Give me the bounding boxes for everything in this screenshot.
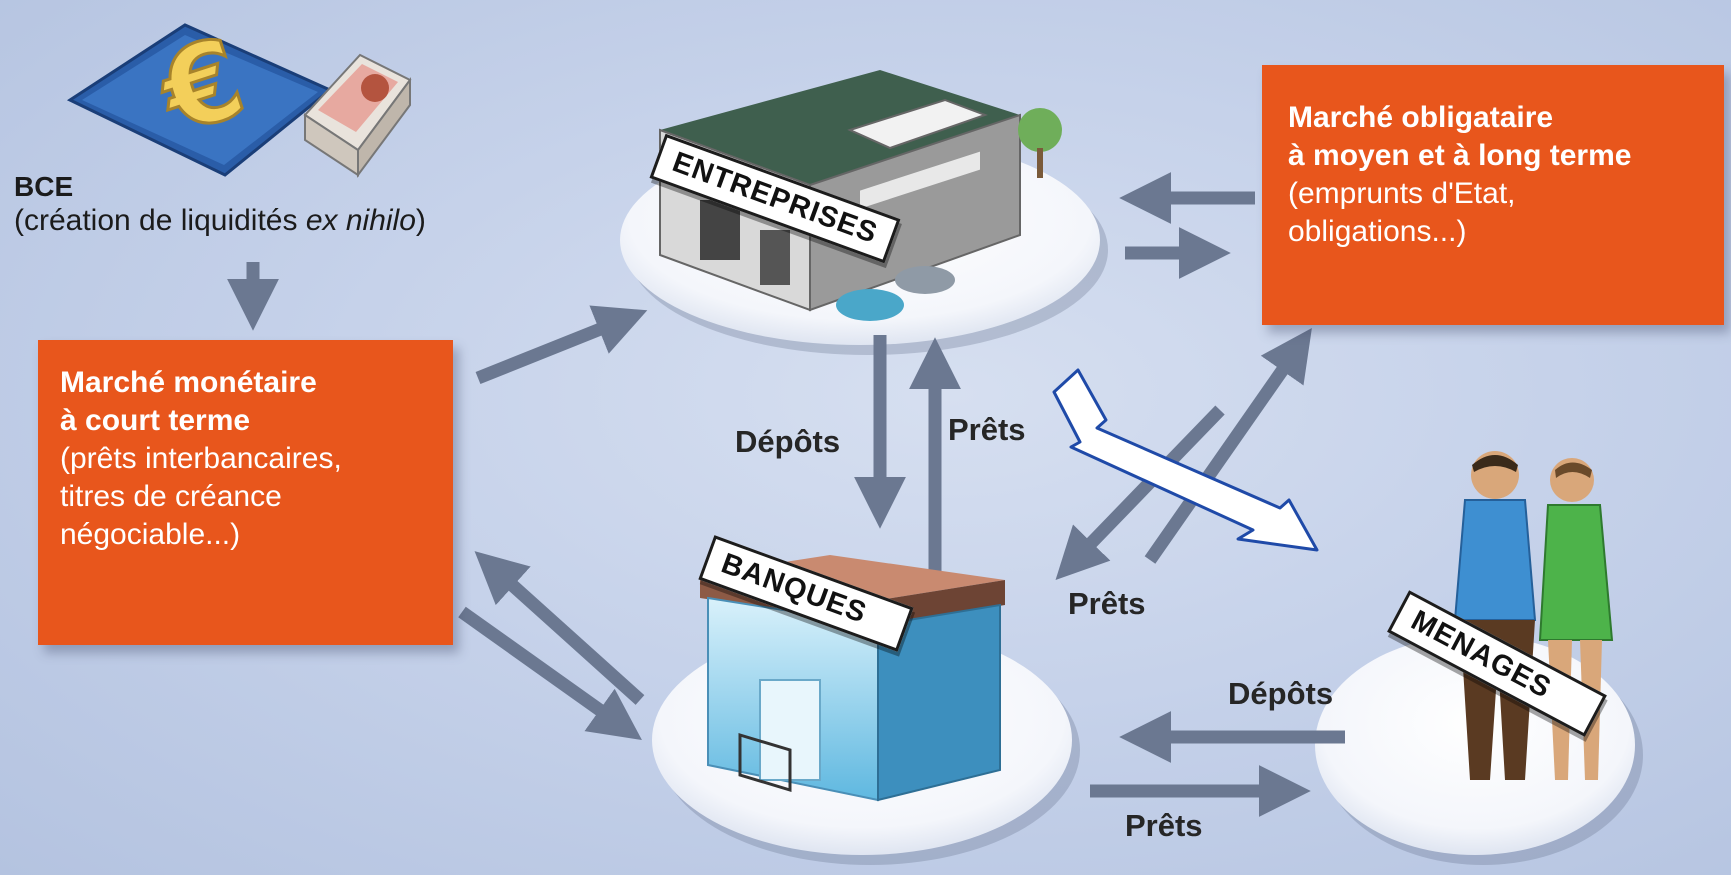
bce-description: (création de liquidités ex nihilo)	[14, 204, 426, 238]
bond-market-title: Marché obligataire à moyen et à long ter…	[1288, 101, 1632, 172]
prets-label-banques-entreprises: Prêts	[948, 412, 1026, 447]
prets-label-bond-banques: Prêts	[1068, 586, 1146, 621]
bank-building-icon	[700, 555, 1005, 802]
depots-label-entreprises-banques: Dépôts	[735, 424, 841, 459]
arrow-prets-bond-to-banques	[1055, 405, 1225, 580]
arrow-banques-to-bond	[1144, 327, 1312, 564]
bce-desc-italic: ex nihilo	[305, 204, 416, 237]
money-market-box: Marché monétaire à court terme (prêts in…	[38, 340, 453, 645]
bce-label: BCE (création de liquidités ex nihilo)	[14, 170, 426, 238]
depots-label-menages-banques: Dépôts	[1228, 676, 1334, 711]
money-market-title: Marché monétaire à court terme	[60, 366, 317, 437]
bce-desc-suffix: )	[415, 204, 426, 237]
flow-arrows	[227, 172, 1345, 817]
banknote-stack-icon	[303, 53, 412, 179]
bce-title: BCE	[14, 171, 74, 202]
highlight-double-arrow	[1052, 368, 1319, 552]
money-market-description: (prêts interbancaires, titres de créance…	[60, 442, 342, 551]
arrow-money-market-to-banques	[458, 606, 642, 741]
arrow-banques-to-money-market	[474, 551, 645, 705]
bce-desc-prefix: (création de liquidités	[14, 204, 306, 237]
prets-label-banques-menages: Prêts	[1125, 808, 1203, 843]
bond-market-description: (emprunts d'Etat, obligations...)	[1288, 177, 1516, 248]
euro-banknote-icon: €	[66, 12, 333, 177]
arrow-money-market-to-entreprises	[475, 305, 648, 385]
bond-market-box: Marché obligataire à moyen et à long ter…	[1262, 65, 1724, 325]
